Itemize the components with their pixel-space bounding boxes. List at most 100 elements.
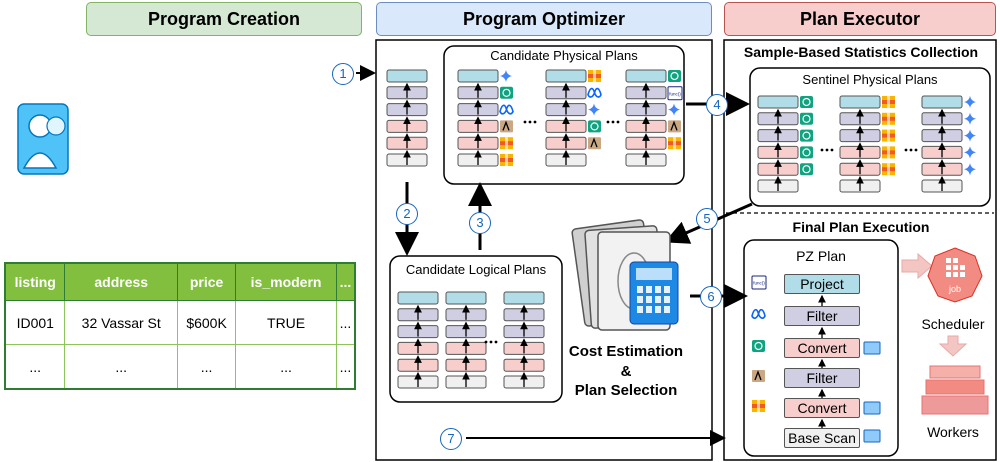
- header-program-optimizer-label: Program Optimizer: [462, 8, 626, 29]
- job-grid-cell: [953, 272, 958, 277]
- table-header-cell: is_modern: [235, 262, 337, 301]
- calculator-key: [646, 286, 652, 293]
- gemini-icon: [588, 103, 600, 116]
- svg-text:func(): func(): [669, 91, 681, 96]
- job-grid-cell: [946, 258, 951, 263]
- gemini-icon: [500, 70, 512, 82]
- gemini-icon: [964, 146, 976, 159]
- calculator-key: [664, 286, 670, 293]
- operator-stack: [545, 69, 587, 167]
- dataset-table: listing address price is_modern ... ID00…: [4, 262, 356, 390]
- job-grid-cell: [960, 272, 965, 277]
- anthropic-icon: [500, 120, 513, 133]
- operator-box: [397, 291, 439, 305]
- workers-icon: [921, 365, 989, 415]
- calculator-key: [646, 306, 652, 313]
- table-cell: $600K: [176, 300, 237, 345]
- mistral-icon: [882, 112, 895, 125]
- table-cell: ...: [4, 344, 66, 390]
- step-badge-5: 5: [696, 208, 718, 230]
- operator-box: [757, 95, 799, 109]
- header-program-creation: Program Creation: [86, 2, 362, 36]
- openai-icon: [800, 146, 813, 159]
- operator-stack: [397, 291, 439, 389]
- operator-stack: [921, 95, 963, 193]
- openai-icon: [800, 163, 813, 176]
- operator-stack: [445, 291, 487, 389]
- gemini-icon: [964, 112, 976, 125]
- user-icon: [17, 103, 69, 175]
- table-cell: ...: [335, 300, 356, 345]
- gemini-icon: [964, 163, 976, 176]
- table-header-row: listing address price is_modern ...: [4, 262, 356, 301]
- image-file-icon: [863, 341, 881, 355]
- operator-stack: [757, 95, 799, 193]
- calculator-key: [637, 306, 643, 313]
- table-header-cell: listing: [4, 262, 66, 301]
- anthropic-icon: [668, 120, 681, 133]
- meta-icon: [587, 87, 602, 98]
- operator-box: [921, 95, 963, 109]
- pz-operator-filter: Filter: [784, 306, 860, 326]
- table-cell: ID001: [4, 300, 66, 345]
- operator-stack: [386, 69, 428, 167]
- job-grid-cell: [946, 265, 951, 270]
- mistral-icon: [882, 96, 895, 108]
- calculator-key: [655, 306, 661, 313]
- operator-stack: [625, 69, 667, 167]
- pz-operator-convert: Convert: [784, 338, 860, 358]
- image-file-icon: [863, 401, 881, 415]
- operator-box: [545, 69, 587, 83]
- ellipsis-dots: [533, 120, 537, 124]
- candidate-physical-title: Candidate Physical Plans: [490, 48, 638, 63]
- job-grid-cell: [946, 272, 951, 277]
- scheduler-label: Scheduler: [921, 316, 985, 332]
- ellipsis-dots: [825, 148, 829, 152]
- table-cell: 32 Vassar St: [64, 300, 178, 345]
- cost-label-2: &: [620, 363, 632, 380]
- pz-operator-filter: Filter: [784, 368, 860, 388]
- job-grid-cell: [953, 258, 958, 263]
- operator-box: [625, 69, 667, 83]
- calculator-key: [664, 306, 670, 313]
- mistral-icon: [882, 163, 895, 176]
- gemini-icon: [668, 103, 680, 116]
- sample-stats-title: Sample-Based Statistics Collection: [743, 44, 979, 60]
- step-badge-7: 7: [440, 428, 462, 450]
- job-grid-cell: [960, 265, 965, 270]
- gemini-icon: [964, 96, 976, 108]
- header-plan-executor-label: Plan Executor: [799, 8, 921, 29]
- ellipsis-dots: [494, 340, 498, 344]
- calculator-key: [646, 296, 652, 303]
- header-program-optimizer: Program Optimizer: [376, 2, 712, 36]
- openai-icon: [500, 86, 513, 99]
- anthropic-icon: [588, 137, 601, 150]
- table-cell: ...: [335, 344, 356, 390]
- calculator-key: [637, 286, 643, 293]
- calculator-key: [637, 296, 643, 303]
- ellipsis-dots: [611, 120, 615, 124]
- header-program-creation-label: Program Creation: [147, 8, 301, 29]
- pz-operator-base-scan: Base Scan: [784, 428, 860, 448]
- openai-icon: [800, 96, 813, 108]
- operator-stack: [503, 291, 545, 389]
- meta-icon: [751, 308, 766, 319]
- svg-text:func(): func(): [753, 281, 765, 286]
- operator-box: [839, 95, 881, 109]
- step-badge-3: 3: [469, 212, 491, 234]
- mistral-icon: [882, 129, 895, 142]
- openai-icon: [588, 120, 601, 133]
- table-header-cell: price: [176, 262, 237, 301]
- ellipsis-dots: [523, 120, 527, 124]
- sentinel-title: Sentinel Physical Plans: [802, 72, 938, 87]
- ellipsis-dots: [909, 148, 913, 152]
- cost-label-1: Cost Estimation: [568, 343, 684, 360]
- cost-label-3: Plan Selection: [574, 382, 678, 399]
- operator-box: [503, 291, 545, 305]
- step-badge-4: 4: [706, 94, 728, 116]
- header-plan-executor: Plan Executor: [724, 2, 996, 36]
- ellipsis-dots: [616, 120, 620, 124]
- ellipsis-dots: [914, 148, 918, 152]
- table-header-cell: ...: [335, 262, 356, 301]
- mistral-icon: [500, 137, 513, 150]
